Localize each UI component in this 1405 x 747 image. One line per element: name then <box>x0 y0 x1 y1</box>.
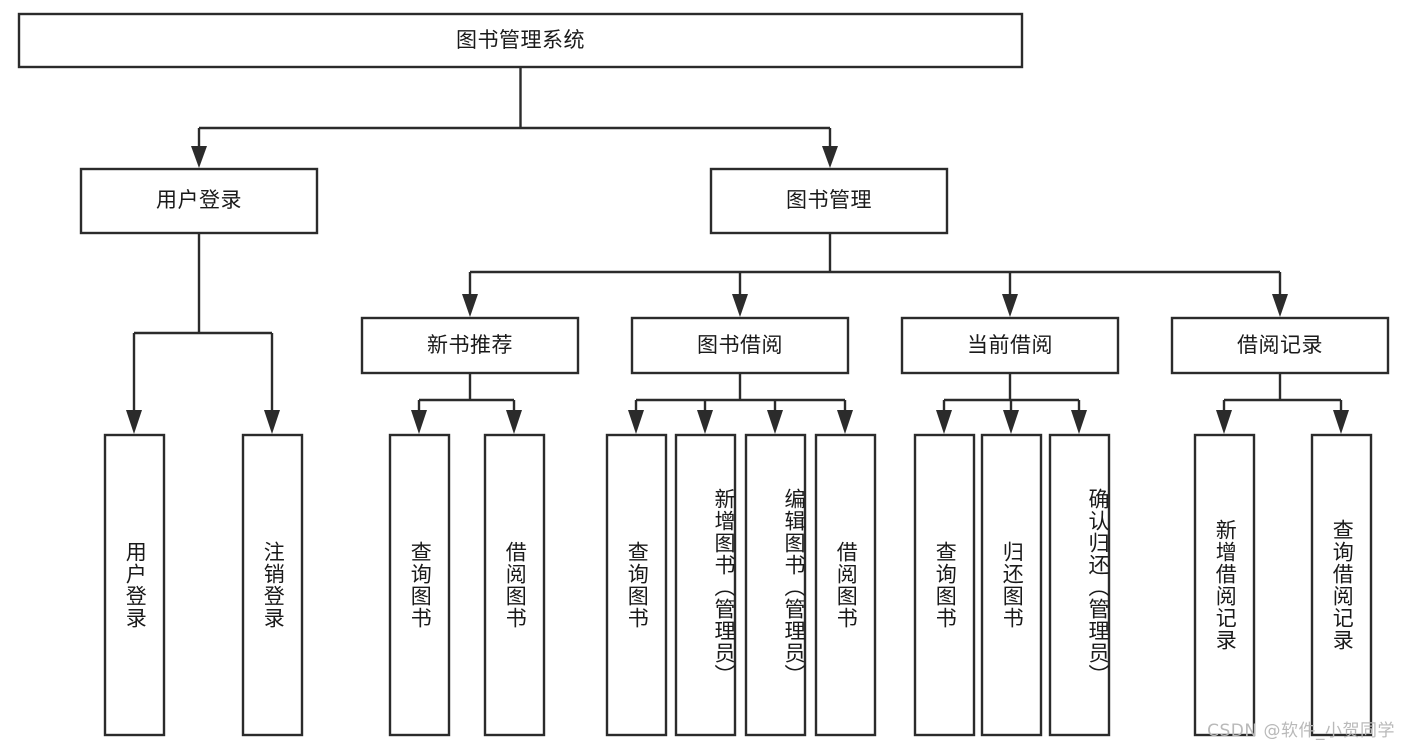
node-box-borrow-record[interactable] <box>1170 316 1390 375</box>
node-box-leaf-bookborrow-borrow[interactable] <box>814 433 877 737</box>
arrow-head-user-login <box>191 146 207 168</box>
node-box-leaf-user-login[interactable] <box>103 433 166 737</box>
arrow-head-borrow-record <box>1272 294 1288 317</box>
node-box-leaf-logout[interactable] <box>241 433 304 737</box>
arrow-head-currentborrow-leaf-3 <box>1071 410 1087 434</box>
arrow-head-currentborrow-leaf-2 <box>1003 410 1019 434</box>
arrow-head-newbook-leaf-2 <box>506 410 522 434</box>
arrow-head-new-book <box>462 294 478 317</box>
node-box-leaf-currentborrow-query[interactable] <box>913 433 976 737</box>
node-box-current-borrow[interactable] <box>900 316 1120 375</box>
arrow-head-newbook-leaf-1 <box>411 410 427 434</box>
arrow-head-bookborrow-leaf-4 <box>837 410 853 434</box>
arrow-head-leaf-user-login <box>126 410 142 434</box>
node-box-leaf-currentborrow-return[interactable] <box>980 433 1043 737</box>
node-box-new-book[interactable] <box>360 316 580 375</box>
arrow-head-bookborrow-leaf-2 <box>697 410 713 434</box>
arrow-head-bookborrow-leaf-3 <box>767 410 783 434</box>
node-box-leaf-record-query[interactable] <box>1310 433 1373 737</box>
node-box-leaf-newbook-query[interactable] <box>388 433 451 737</box>
node-box-leaf-bookborrow-edit[interactable] <box>744 433 807 737</box>
arrow-head-borrowrecord-leaf-1 <box>1216 410 1232 434</box>
node-box-book-borrow[interactable] <box>630 316 850 375</box>
arrow-head-borrowrecord-leaf-2 <box>1333 410 1349 434</box>
node-box-leaf-newbook-borrow[interactable] <box>483 433 546 737</box>
arrow-head-currentborrow-leaf-1 <box>936 410 952 434</box>
watermark-text: CSDN @软件_小贺同学 <box>1207 721 1395 741</box>
node-box-leaf-currentborrow-confirm[interactable] <box>1048 433 1111 737</box>
node-box-book-manage[interactable] <box>709 167 949 235</box>
arrow-head-leaf-logout <box>264 410 280 434</box>
arrow-head-current-borrow <box>1002 294 1018 317</box>
arrow-head-bookborrow-leaf-1 <box>628 410 644 434</box>
arrow-head-book-manage <box>822 146 838 168</box>
node-box-user-login[interactable] <box>79 167 319 235</box>
node-box-leaf-bookborrow-query[interactable] <box>605 433 668 737</box>
node-box-leaf-record-add[interactable] <box>1193 433 1256 737</box>
node-box-leaf-bookborrow-add[interactable] <box>674 433 737 737</box>
node-box-root[interactable] <box>17 12 1024 69</box>
arrow-head-book-borrow <box>732 294 748 317</box>
